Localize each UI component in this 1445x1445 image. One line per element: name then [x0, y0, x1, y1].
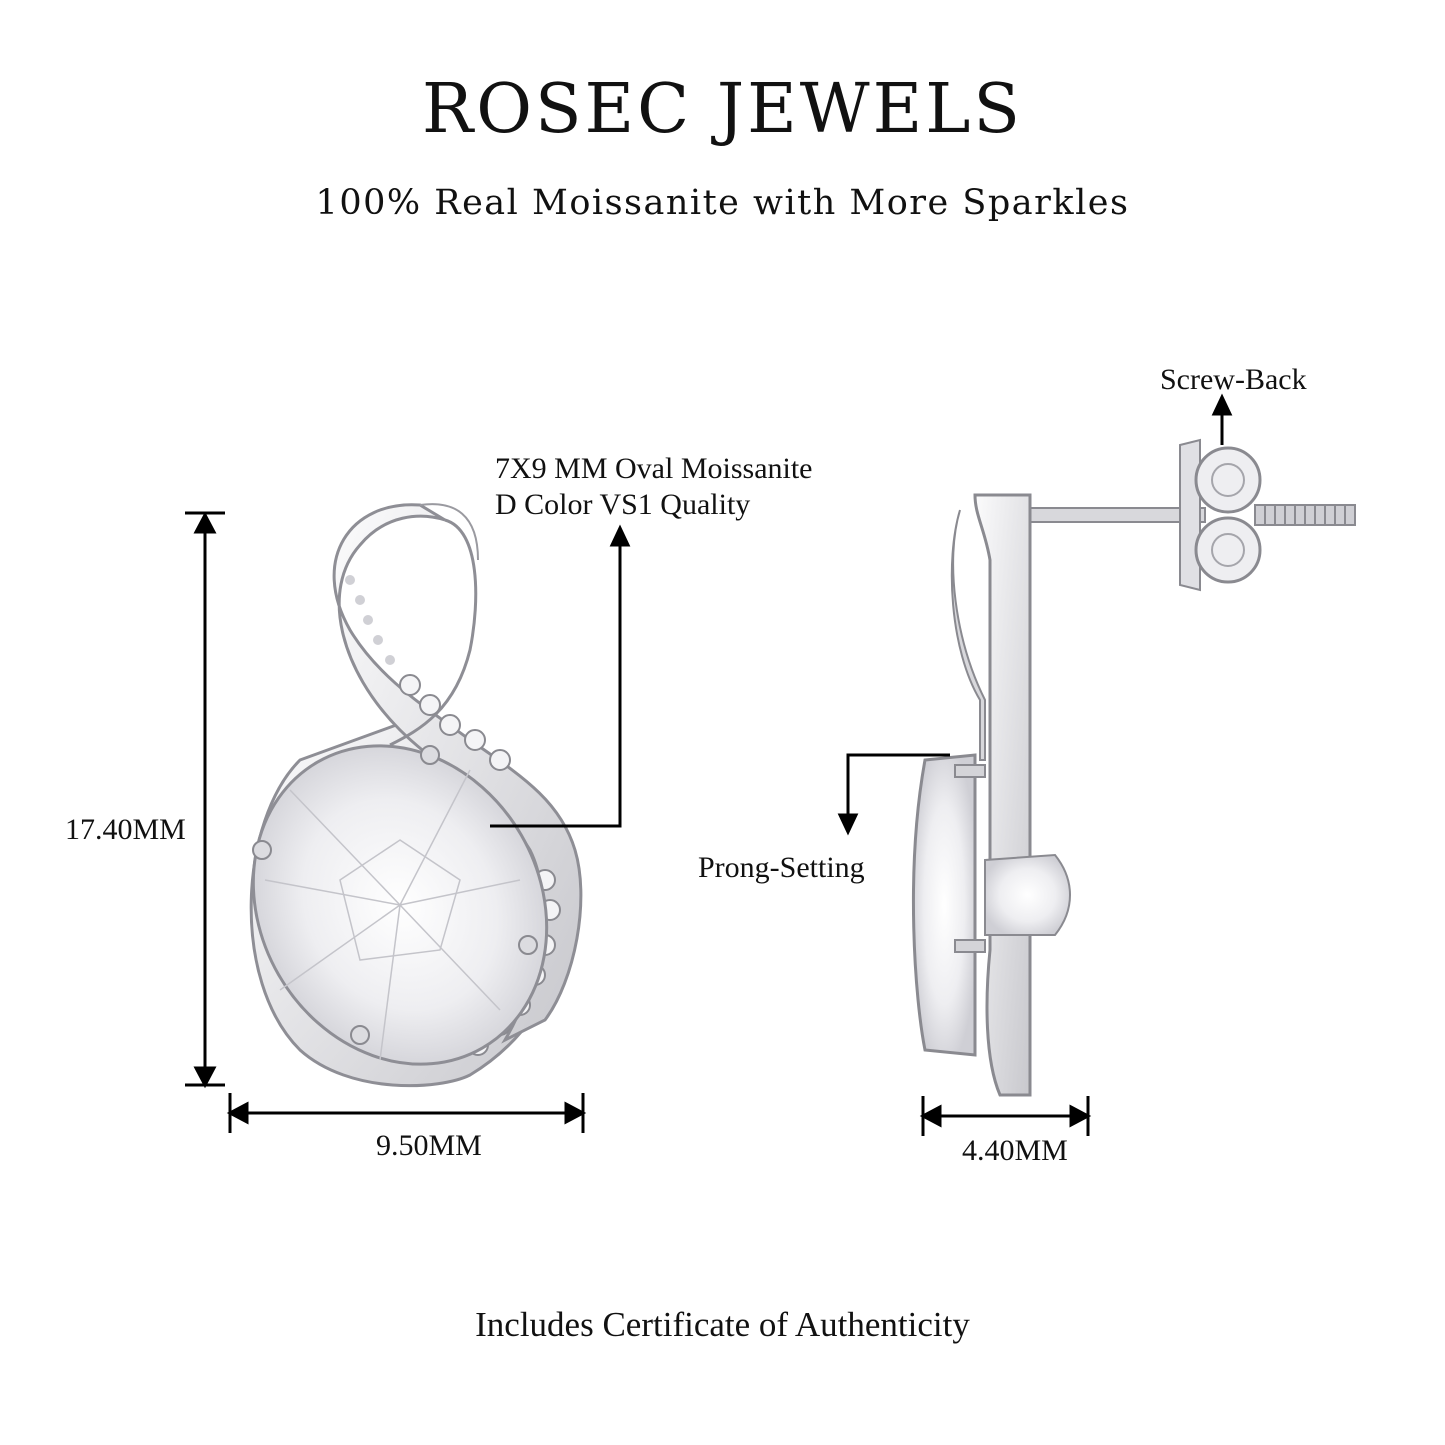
stone-spec-line1: 7X9 MM Oval Moissanite	[495, 452, 813, 485]
depth-dimension-line	[919, 1096, 1092, 1136]
width-dimension-line	[226, 1093, 587, 1133]
screw-back-label: Screw-Back	[1160, 363, 1307, 396]
stone-callout-leader	[490, 524, 631, 828]
brand-tagline: 100% Real Moissanite with More Sparkles	[315, 183, 1130, 223]
prong-setting-callout-leader	[837, 753, 950, 836]
height-dimension-line	[185, 511, 225, 1089]
depth-label: 4.40MM	[962, 1134, 1068, 1167]
height-label: 17.40MM	[65, 813, 186, 846]
stone-spec-line2: D Color VS1 Quality	[495, 488, 751, 521]
certificate-note: Includes Certificate of Authenticity	[475, 1305, 970, 1344]
width-label: 9.50MM	[376, 1129, 482, 1162]
screw-back-callout-leader	[1211, 393, 1233, 445]
prong-setting-label: Prong-Setting	[698, 851, 865, 884]
side-view-earring-illustration	[911, 438, 1356, 1097]
front-view-earring-illustration	[249, 503, 583, 1088]
brand-title: ROSEC JEWELS	[422, 70, 1023, 149]
